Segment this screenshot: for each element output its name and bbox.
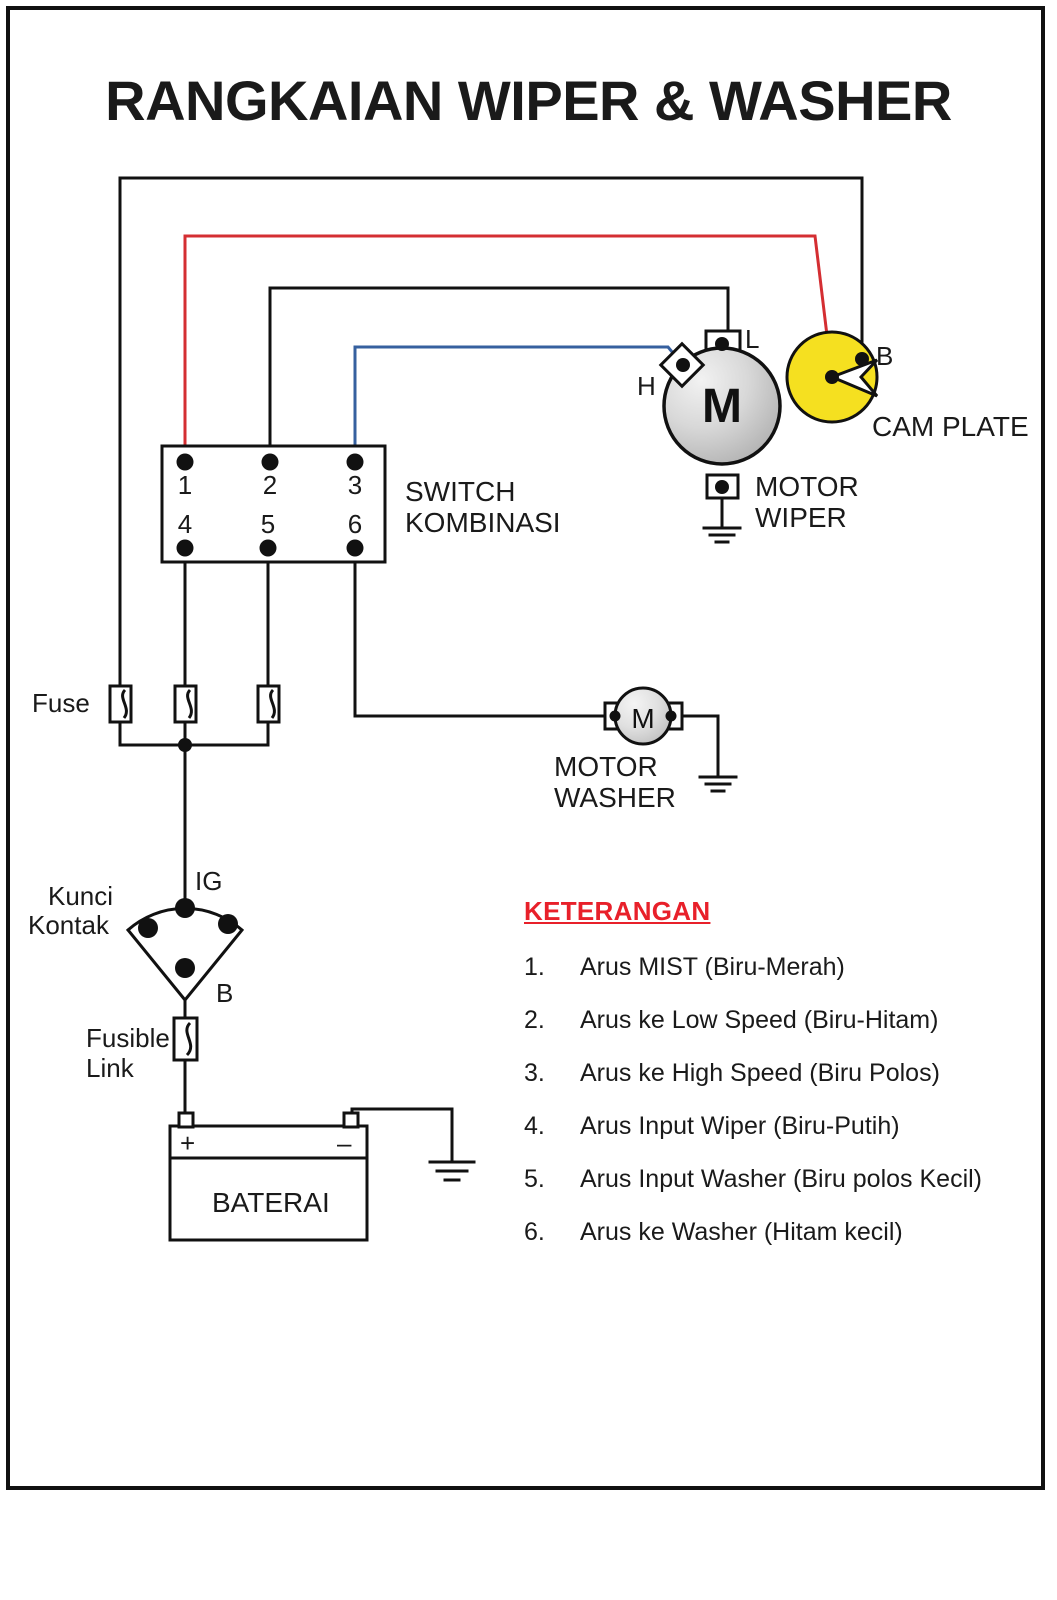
switch-terminal-label-5: 5 — [260, 509, 276, 539]
switch-terminal-3-dot — [346, 453, 364, 471]
switch-terminal-5-dot — [259, 539, 277, 557]
battery-label: BATERAI — [212, 1187, 330, 1218]
wiper-motor-terminal-ground-dot — [715, 480, 729, 494]
legend-item-3-number: 3. — [524, 1059, 545, 1087]
ground-symbol-washer — [698, 775, 738, 793]
washer-motor-terminal-right-dot — [665, 710, 677, 722]
legend-item-4: 4. Arus Input Wiper (Biru-Putih) — [524, 1112, 1034, 1141]
cam-plate-terminal-B-dot — [855, 352, 869, 366]
ignition-switch-symbol — [125, 898, 245, 1003]
wiper-motor-terminal-H-label: H — [637, 371, 656, 401]
legend-block: KETERANGAN 1. Arus MIST (Biru-Merah) 2. … — [524, 896, 1034, 1271]
wire-black-to-washer — [353, 546, 617, 718]
battery-negative-post — [342, 1111, 360, 1129]
wire-black-low-speed — [268, 286, 730, 464]
wiper-motor-label-line2: WIPER — [755, 502, 847, 533]
legend-item-4-text: Arus Input Wiper (Biru-Putih) — [580, 1112, 900, 1140]
fuse-1 — [108, 684, 133, 724]
cam-plate-terminal-B-label: B — [876, 341, 894, 371]
switch-terminal-6-dot — [346, 539, 364, 557]
ignition-label-line1: Kunci — [48, 881, 114, 911]
fusible-link-label-line1: Fusible — [86, 1023, 170, 1053]
switch-terminal-1-dot — [176, 453, 194, 471]
fuse-bus-junction-dot — [178, 738, 192, 752]
battery-positive-label: + — [180, 1128, 196, 1158]
ground-symbol-wiper — [702, 526, 742, 544]
washer-motor-symbol: M — [603, 686, 684, 746]
washer-motor-terminal-left-dot — [609, 710, 621, 722]
washer-motor-label-line2: WASHER — [554, 782, 676, 813]
wiper-motor-symbol: M — [658, 329, 782, 500]
legend-item-6-text: Arus ke Washer (Hitam kecil) — [580, 1218, 903, 1246]
wiper-motor-terminal-L-dot — [715, 337, 729, 351]
legend-item-1-number: 1. — [524, 953, 545, 981]
battery-body — [168, 1124, 369, 1242]
legend-item-2: 2. Arus ke Low Speed (Biru-Hitam) — [524, 1006, 1034, 1035]
cam-plate-label: CAM PLATE — [872, 411, 1029, 442]
switch-terminal-label-3: 3 — [347, 470, 363, 500]
legend-item-2-text: Arus ke Low Speed (Biru-Hitam) — [580, 1006, 939, 1034]
legend-item-3: 3. Arus ke High Speed (Biru Polos) — [524, 1059, 1034, 1088]
wiper-motor-label-line1: MOTOR — [755, 471, 859, 502]
legend-item-6: 6. Arus ke Washer (Hitam kecil) — [524, 1218, 1034, 1247]
fusible-link-label-line2: Link — [86, 1053, 134, 1083]
wire-black-camplate-return — [118, 176, 864, 692]
legend-item-5-number: 5. — [524, 1165, 545, 1193]
washer-motor-label-line1: MOTOR — [554, 751, 658, 782]
fuse-label: Fuse — [32, 688, 90, 718]
battery-positive-post — [177, 1111, 195, 1129]
fuse-3 — [256, 684, 281, 724]
switch-kombinasi-label-line2: KOMBINASI — [405, 507, 561, 538]
legend-item-3-text: Arus ke High Speed (Biru Polos) — [580, 1059, 940, 1087]
switch-terminal-label-1: 1 — [177, 470, 193, 500]
ignition-terminal-IG-label: IG — [195, 866, 223, 896]
switch-terminal-4-dot — [176, 539, 194, 557]
switch-terminal-dots — [176, 453, 364, 557]
legend-item-6-number: 6. — [524, 1218, 545, 1246]
wire-red-mist — [183, 234, 834, 464]
ground-symbol-battery — [428, 1160, 476, 1182]
ignition-terminal-left-dot — [138, 918, 158, 938]
fuse-2 — [173, 684, 198, 724]
switch-kombinasi-label-line1: SWITCH — [405, 476, 516, 507]
ignition-terminal-IG-dot — [175, 898, 195, 918]
legend-item-5: 5. Arus Input Washer (Biru polos Kecil) — [524, 1165, 1034, 1194]
battery-negative-label: – — [337, 1128, 352, 1158]
switch-terminal-label-2: 2 — [262, 470, 278, 500]
legend-item-5-text: Arus Input Washer (Biru polos Kecil) — [580, 1165, 983, 1193]
fusible-link-symbol — [172, 1016, 199, 1062]
ignition-terminal-right-dot — [218, 914, 238, 934]
legend-heading: KETERANGAN — [524, 896, 711, 926]
legend-item-1-text: Arus MIST (Biru-Merah) — [580, 953, 845, 981]
legend-item-1: 1. Arus MIST (Biru-Merah) — [524, 953, 1034, 982]
legend-item-4-number: 4. — [524, 1112, 545, 1140]
wiper-motor-letter-M: M — [702, 380, 742, 433]
legend-item-2-number: 2. — [524, 1006, 545, 1034]
switch-terminal-2-dot — [261, 453, 279, 471]
switch-terminal-label-4: 4 — [177, 509, 193, 539]
ignition-terminal-B-label: B — [216, 978, 234, 1008]
wire-washer-ground — [670, 714, 720, 779]
cam-plate-center-dot — [825, 370, 839, 384]
ignition-label-line2: Kontak — [28, 910, 109, 940]
page-title: RANGKAIAN WIPER & WASHER — [105, 69, 952, 132]
wire-blue-high-speed — [353, 345, 686, 464]
wiper-motor-terminal-L-label: L — [745, 324, 760, 354]
battery-symbol — [168, 1111, 369, 1242]
ignition-terminal-B-dot — [175, 958, 195, 978]
washer-motor-letter-M: M — [631, 703, 654, 734]
switch-terminal-label-6: 6 — [347, 509, 363, 539]
wiper-motor-terminal-H-dot — [676, 358, 690, 372]
cam-plate-symbol — [785, 330, 879, 424]
